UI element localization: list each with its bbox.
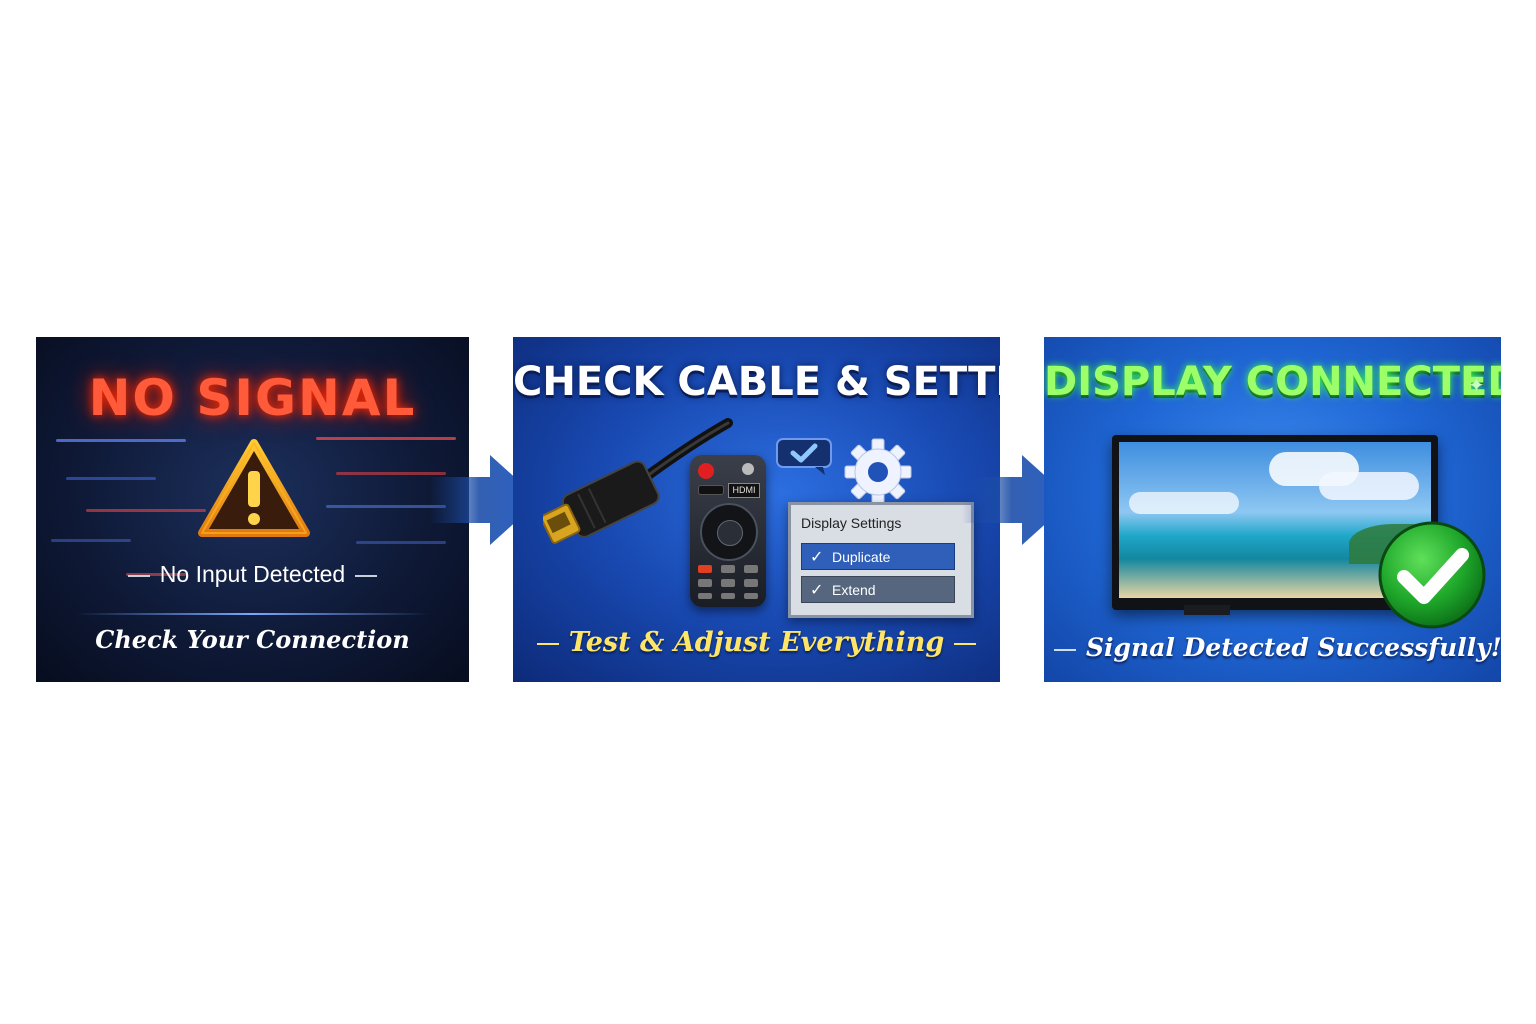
check-connection-caption: Check Your Connection: [95, 625, 410, 654]
arrow-right-icon: [430, 455, 540, 545]
duplicate-option[interactable]: ✓ Duplicate: [801, 543, 955, 570]
dash-left: [1054, 648, 1076, 651]
divider: [76, 613, 429, 615]
tv-stand: [1184, 605, 1230, 615]
test-adjust-caption: Test & Adjust Everything: [513, 627, 1000, 658]
panel-display-connected: DISPLAY CONNECTED! ✦ Signal Detected Suc…: [1044, 337, 1501, 682]
check-cable-title: CHECK CABLE & SETTINGS: [513, 359, 1000, 405]
no-signal-title: NO SIGNAL: [88, 369, 417, 427]
hdmi-cable-icon: [543, 418, 733, 544]
remote-control-icon: HDMI: [690, 455, 766, 607]
extend-label: Extend: [832, 582, 876, 598]
dash-left: [536, 642, 559, 645]
dash-left: [127, 574, 150, 577]
glitch-line: [356, 541, 446, 544]
gear-icon: [844, 438, 912, 506]
button-icon: [742, 463, 754, 475]
display-settings-title: Display Settings: [801, 515, 902, 531]
check-icon: ✓: [810, 582, 824, 599]
glitch-line: [126, 573, 186, 576]
no-input-subtitle: No Input Detected: [36, 561, 469, 588]
glitch-line: [56, 439, 186, 442]
display-settings-window: Display Settings ✓ Duplicate ✓ Extend: [788, 502, 974, 618]
dash-right: [355, 574, 378, 577]
check-circle-icon: [1378, 521, 1486, 629]
glitch-line: [326, 505, 446, 508]
extend-option[interactable]: ✓ Extend: [801, 576, 955, 603]
dash-right: [954, 642, 977, 645]
dpad-icon: [700, 503, 758, 561]
signal-detected-text: Signal Detected Successfully!: [1086, 633, 1501, 662]
chat-check-icon: [776, 438, 832, 475]
test-adjust-text: Test & Adjust Everything: [568, 627, 945, 658]
display-connected-title: DISPLAY CONNECTED!: [1044, 359, 1501, 405]
hdmi-label: HDMI: [728, 483, 760, 498]
check-icon: ✓: [810, 549, 824, 566]
glitch-line: [66, 477, 156, 480]
glitch-line: [51, 539, 131, 542]
duplicate-label: Duplicate: [832, 549, 891, 565]
warning-icon: [198, 439, 310, 537]
power-button-icon: [698, 463, 714, 479]
signal-detected-caption: Signal Detected Successfully!: [1044, 633, 1501, 662]
glitch-line: [86, 509, 206, 512]
sparkle-icon: ✦: [1468, 373, 1485, 397]
panel-check-cable: CHECK CABLE & SETTINGS HDMI: [513, 337, 1000, 682]
panel-no-signal: NO SIGNAL No Input Detected Check Your C…: [36, 337, 469, 682]
no-input-text: No Input Detected: [159, 561, 346, 587]
glitch-line: [316, 437, 456, 440]
button-icon: [698, 485, 724, 495]
glitch-line: [336, 472, 446, 475]
